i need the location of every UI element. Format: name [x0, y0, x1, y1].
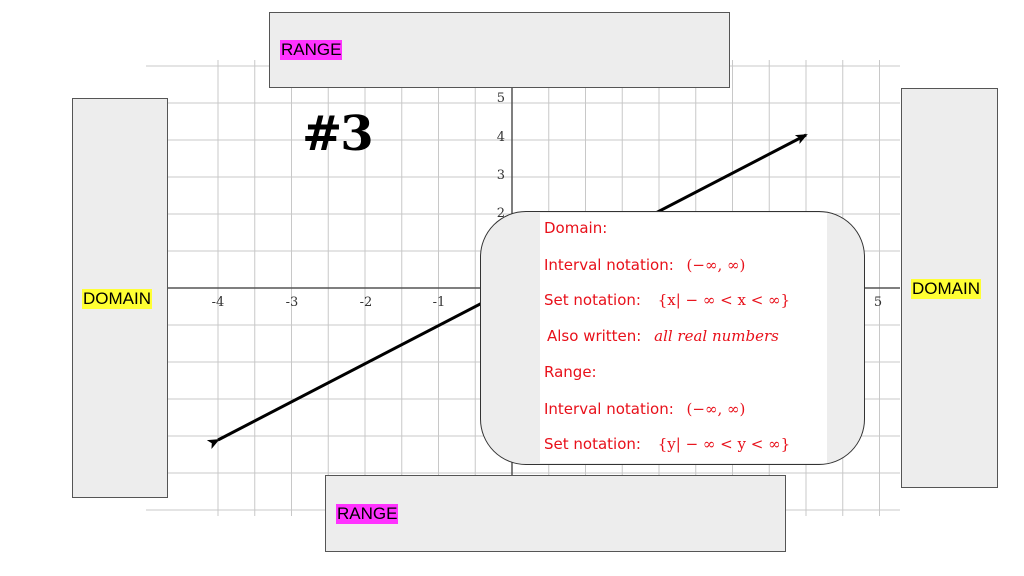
domain-set-value: {x| − ∞ < x < ∞}: [657, 291, 791, 309]
domain-right-label: DOMAIN: [911, 279, 981, 299]
y-tick-label: 4: [497, 130, 505, 145]
range-interval-value: (−∞, ∞): [686, 400, 746, 418]
domain-interval-row: Interval notation: (−∞, ∞): [544, 254, 745, 276]
y-tick-label: 2: [497, 206, 505, 221]
also-written-label: Also written:: [547, 327, 642, 345]
x-tick-label: -2: [360, 295, 373, 310]
x-tick-label: -4: [212, 295, 225, 310]
domain-heading: Domain:: [544, 219, 608, 237]
domain-interval-value: (−∞, ∞): [686, 256, 746, 274]
x-tick-label: 5: [874, 295, 882, 310]
domain-left-label: DOMAIN: [82, 289, 152, 309]
x-tick-label: -1: [433, 295, 446, 310]
range-heading: Range:: [544, 363, 597, 381]
answer-panel: [540, 213, 827, 463]
problem-number: #3: [302, 106, 374, 162]
range-interval-row: Interval notation: (−∞, ∞): [544, 398, 745, 420]
domain-set-label: Set notation:: [544, 291, 641, 309]
range-set-value: {y| − ∞ < y < ∞}: [657, 435, 791, 453]
domain-set-row: Set notation: {x| − ∞ < x < ∞}: [544, 289, 790, 311]
range-set-row: Set notation: {y| − ∞ < y < ∞}: [544, 433, 790, 455]
x-tick-label: -3: [286, 295, 299, 310]
y-tick-label: 5: [497, 91, 505, 106]
range-interval-label: Interval notation:: [544, 400, 674, 418]
also-written-row: Also written: all real numbers: [547, 325, 779, 347]
domain-interval-label: Interval notation:: [544, 256, 674, 274]
also-written-value: all real numbers: [654, 327, 779, 345]
range-top-box: [269, 12, 730, 88]
range-set-label: Set notation:: [544, 435, 641, 453]
y-tick-label: 3: [497, 168, 505, 183]
y-tick-labels: 5 4 3 2: [497, 91, 505, 221]
range-top-label: RANGE: [280, 40, 343, 60]
range-bottom-label: RANGE: [336, 504, 399, 524]
range-bottom-box: [325, 475, 786, 552]
x-tick-labels: -4 -3 -2 -1 5: [212, 295, 882, 310]
